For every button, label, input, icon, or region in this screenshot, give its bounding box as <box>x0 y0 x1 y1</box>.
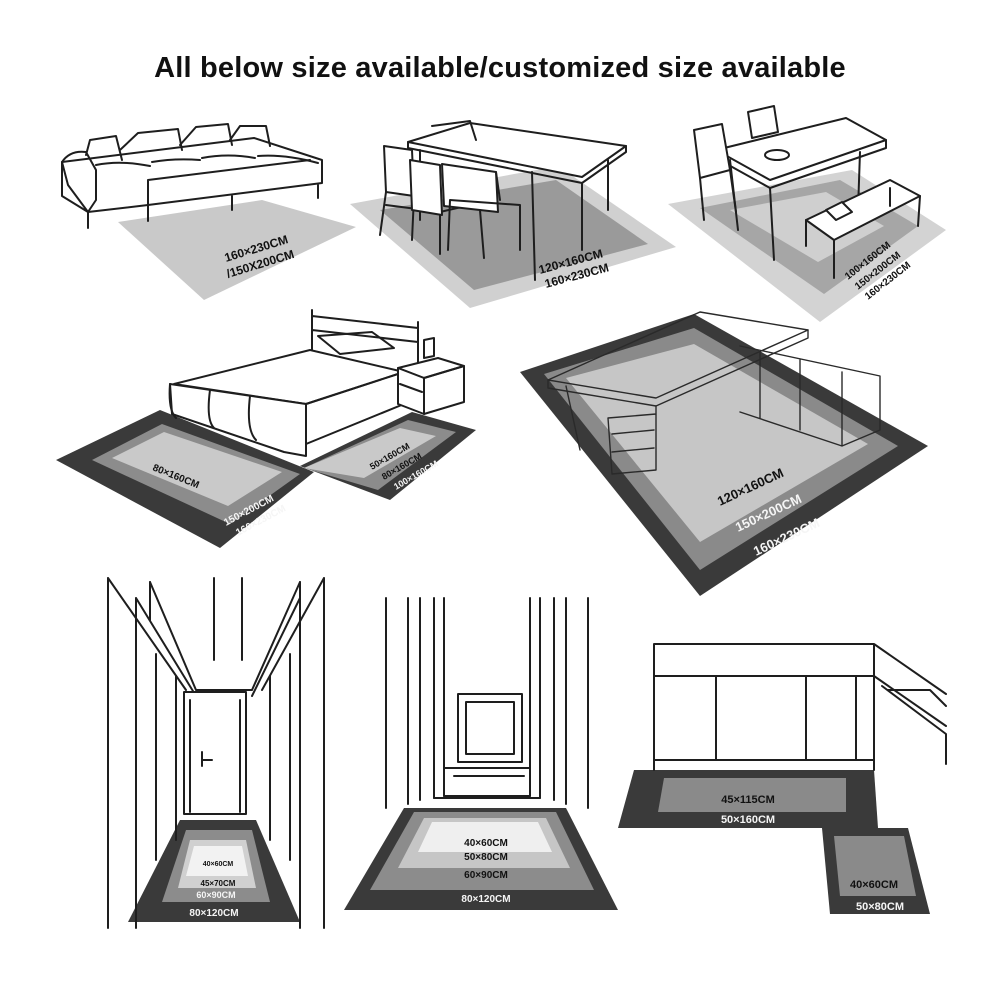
bench-dining-scene: 100×160CM 150×200CM 160×230CM <box>668 105 946 322</box>
desk-rug-inner <box>566 344 868 542</box>
kitchen-size-label-2: 50×160CM <box>721 814 775 826</box>
bed-rug-inner <box>112 432 282 506</box>
kitchen-long-rug-inner <box>658 778 846 812</box>
kitchen-scene: 45×115CM 50×160CM 40×60CM 50×80CM <box>618 643 947 914</box>
hall-size-label-1: 40×60CM <box>203 861 234 868</box>
kitchen-short-rug-inner <box>834 836 916 896</box>
side-rug-inner <box>304 428 436 478</box>
hallway-scene: 40×60CM 45×70CM 60×90CM 80×120CM <box>107 577 325 929</box>
bedroom-scene: 80×160CM 150×200CM 160×230CM 50×160CM 80… <box>56 309 476 548</box>
sofa-rug <box>118 200 356 300</box>
dining-table-scene: 120×160CM 160×230CM <box>350 120 676 308</box>
hall-size-label-4: 80×120CM <box>189 908 238 919</box>
hall-rug-core <box>186 846 248 876</box>
hall-size-label-2: 45×70CM <box>201 879 236 888</box>
desk-scene: 120×160CM 150×200CM 160×230CM <box>520 311 928 596</box>
entrance-scene: 40×60CM 50×80CM 60×90CM 80×120CM <box>344 597 618 910</box>
hall-door <box>183 691 247 815</box>
entry-size-label-3: 60×90CM <box>464 870 508 881</box>
kitchen-size-label-1: 45×115CM <box>721 794 775 806</box>
entry-window <box>457 693 523 763</box>
kitchen-size-label-4: 50×80CM <box>856 901 904 913</box>
entry-size-label-1: 40×60CM <box>464 838 508 849</box>
entry-size-label-4: 80×120CM <box>461 894 510 905</box>
sofa-scene <box>61 123 356 300</box>
entry-size-label-2: 50×80CM <box>464 852 508 863</box>
entry-rug-core <box>418 822 552 852</box>
hall-size-label-3: 60×90CM <box>196 890 235 900</box>
kitchen-size-label-3: 40×60CM <box>850 879 898 891</box>
page-title: All below size available/customized size… <box>154 52 846 84</box>
bowl-icon <box>764 149 790 161</box>
